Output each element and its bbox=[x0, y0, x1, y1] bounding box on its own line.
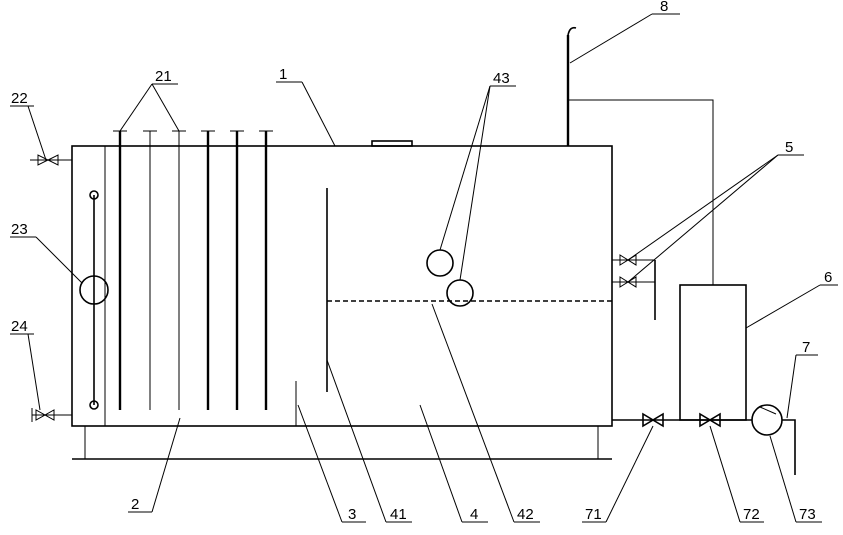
label-73: 73 bbox=[799, 506, 816, 523]
label-43: 43 bbox=[493, 70, 510, 87]
outlet-line bbox=[612, 404, 796, 475]
leader-lines bbox=[10, 13, 838, 523]
reference-labels: 1 2 3 4 5 6 7 8 21 22 23 24 41 42 43 71 … bbox=[11, 0, 832, 523]
tank-body bbox=[71, 140, 613, 460]
label-5: 5 bbox=[785, 139, 793, 156]
float-group bbox=[426, 249, 474, 307]
label-8: 8 bbox=[660, 0, 668, 15]
label-2: 2 bbox=[131, 496, 139, 513]
label-1: 1 bbox=[279, 66, 287, 83]
valve-22 bbox=[30, 154, 72, 166]
label-42: 42 bbox=[517, 506, 534, 523]
storage-tank bbox=[679, 284, 747, 421]
label-41: 41 bbox=[390, 506, 407, 523]
label-3: 3 bbox=[348, 506, 356, 523]
label-4: 4 bbox=[470, 506, 478, 523]
label-72: 72 bbox=[743, 506, 760, 523]
valve-24 bbox=[31, 408, 72, 422]
label-71: 71 bbox=[585, 506, 602, 523]
label-7: 7 bbox=[802, 339, 810, 356]
vent-pipe bbox=[566, 26, 714, 285]
label-21: 21 bbox=[155, 68, 172, 85]
electrode-group bbox=[113, 130, 273, 410]
label-22: 22 bbox=[11, 90, 28, 107]
label-23: 23 bbox=[11, 221, 28, 238]
label-6: 6 bbox=[824, 269, 832, 286]
level-gauge bbox=[79, 190, 109, 410]
sampling-valves bbox=[612, 254, 656, 320]
baffle-group bbox=[295, 188, 612, 426]
label-24: 24 bbox=[11, 318, 28, 335]
